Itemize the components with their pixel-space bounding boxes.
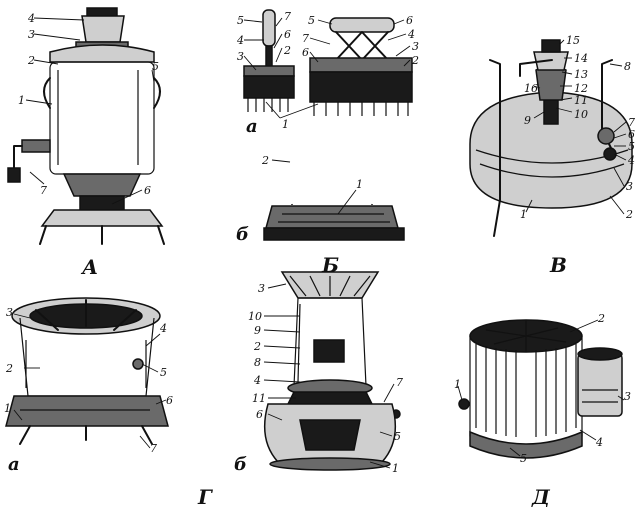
kerogaz-b-label-6: 6	[256, 408, 263, 421]
brush-left-drawing	[243, 9, 295, 112]
kerogaz-b-label-2: 2	[253, 340, 261, 353]
electric-stove-label-2: 2	[597, 312, 605, 325]
electric-stove-label-4: 4	[595, 436, 603, 449]
kerogaz-b-label-7: 7	[396, 376, 403, 389]
brush-a-label-7: 7	[284, 10, 291, 23]
kerogaz-a-label-1: 1	[4, 402, 11, 415]
brush-a-label-4: 4	[236, 34, 244, 47]
kerogaz-b-label-3: 3	[258, 282, 265, 295]
samovar-label-5: 5	[152, 60, 159, 73]
primus-label-12: 12	[574, 82, 588, 95]
kerogaz-a-label-5: 5	[160, 366, 167, 379]
iron-label-2: 2	[261, 154, 269, 167]
primus-label-11: 11	[574, 94, 588, 107]
panel-title-v: В	[549, 253, 567, 277]
kerogaz-a-drawing	[5, 297, 169, 445]
primus-labels: 15 14 13 12 11 10 16 9 8 7 6 5 4 3 2 1	[520, 34, 635, 221]
iron-drawing	[263, 138, 405, 241]
primus-label-9: 9	[524, 114, 531, 127]
primus-label-15: 15	[566, 34, 580, 47]
primus-label-7: 7	[628, 116, 635, 129]
brush-labels: 5 4 3 7 6 2 1 5 6 7 6 4 3 2	[236, 10, 419, 131]
panel-b-sub-a: а	[246, 116, 258, 137]
brush-a-label-6: 6	[284, 28, 291, 41]
kerogaz-b-label-10: 10	[248, 310, 262, 323]
samovar-label-4: 4	[27, 12, 35, 25]
primus-label-1: 1	[520, 208, 527, 221]
kerogaz-a-label-4: 4	[159, 322, 167, 335]
kerogaz-b-label-4: 4	[253, 374, 261, 387]
kerogaz-a-label-3: 3	[6, 306, 13, 319]
samovar-label-6: 6	[144, 184, 151, 197]
samovar-label-3: 3	[28, 28, 35, 41]
primus-label-2: 2	[625, 208, 633, 221]
kerogaz-b-label-5: 5	[394, 430, 401, 443]
kerogaz-b-drawing	[263, 271, 401, 471]
primus-label-5: 5	[628, 140, 635, 153]
samovar-labels: 4 3 2 1 5 6 7	[18, 12, 159, 205]
kerogaz-b-labels: 3 10 9 2 8 4 11 6 7 5 1	[248, 282, 403, 475]
electric-stove-labels: 2 3 1 4 5	[454, 312, 631, 465]
primus-drawing	[469, 39, 633, 237]
kerogaz-a-label-2: 2	[5, 362, 13, 375]
brush-a-label-1: 1	[282, 118, 289, 131]
kerogaz-a-label-7: 7	[150, 442, 157, 455]
brush-b-label-3: 3	[412, 40, 419, 53]
panel-g-sub-a: а	[8, 454, 20, 475]
samovar-label-7: 7	[40, 184, 47, 197]
panel-title-a: А	[80, 255, 98, 279]
primus-label-8: 8	[624, 60, 631, 73]
samovar-label-1: 1	[18, 94, 25, 107]
primus-label-10: 10	[574, 108, 588, 121]
kerogaz-b-label-11: 11	[252, 392, 266, 405]
brush-b-label-6: 6	[406, 14, 413, 27]
kerogaz-a-labels: 3 4 2 5 6 1 7	[4, 306, 173, 455]
primus-label-13: 13	[574, 68, 588, 81]
panel-title-b: Б	[321, 253, 339, 277]
brush-b-label-2: 2	[411, 54, 419, 67]
electric-stove-drawing	[458, 319, 623, 459]
panel-title-d: Д	[531, 485, 551, 509]
electric-stove-label-3: 3	[624, 390, 631, 403]
primus-label-3: 3	[626, 180, 633, 193]
brush-a-label-5: 5	[237, 14, 244, 27]
kerogaz-a-label-6: 6	[166, 394, 173, 407]
primus-label-4: 4	[627, 154, 635, 167]
kerogaz-b-label-9: 9	[254, 324, 261, 337]
panel-title-g: Г	[197, 485, 213, 509]
electric-stove-label-1: 1	[454, 378, 461, 391]
primus-label-16: 16	[524, 82, 538, 95]
brush-right-drawing	[309, 17, 413, 116]
brush-b-label-5: 5	[308, 14, 315, 27]
electric-stove-label-5: 5	[520, 452, 527, 465]
brush-b-label-4: 4	[407, 28, 415, 41]
primus-label-6: 6	[628, 128, 635, 141]
brush-b-label-6b: 6	[302, 46, 309, 59]
samovar-drawing	[7, 7, 165, 245]
brush-a-label-3: 3	[237, 50, 244, 63]
kerogaz-b-label-1: 1	[392, 462, 399, 475]
panel-b-sub-b: б	[236, 224, 249, 245]
iron-label-1: 1	[356, 178, 363, 191]
primus-label-14: 14	[574, 52, 588, 65]
panel-g-sub-b: б	[234, 454, 247, 475]
kerogaz-b-label-8: 8	[254, 356, 261, 369]
brush-b-label-7: 7	[302, 32, 309, 45]
samovar-label-2: 2	[27, 54, 35, 67]
brush-a-label-2: 2	[283, 44, 291, 57]
